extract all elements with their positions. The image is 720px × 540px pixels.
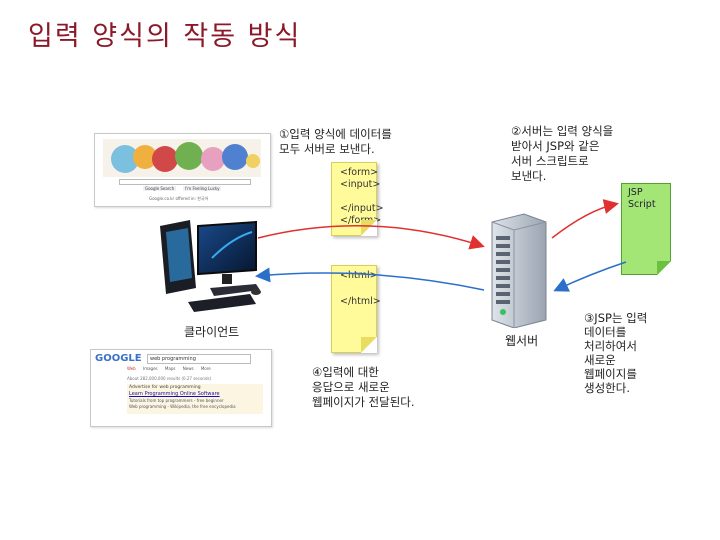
server-label: 웹서버: [505, 334, 539, 348]
tab-maps[interactable]: Maps: [164, 366, 176, 371]
step3-note: ③JSP는 입력 데이터를 처리하여서 새로운 웹페이지를 생성한다.: [584, 311, 648, 395]
tab-images[interactable]: Images: [143, 366, 158, 371]
search-box[interactable]: [119, 179, 251, 185]
search-query-field[interactable]: web programming: [147, 354, 251, 364]
form-open-tag: <form>: [340, 167, 379, 178]
result-ad-title: Advertise for web programming: [129, 385, 201, 390]
tab-news[interactable]: News: [182, 366, 194, 371]
step1-note: ①입력 양식에 데이터를 모두 서버로 보낸다.: [279, 127, 392, 156]
client-label: 클라이언트: [184, 325, 240, 339]
response-sticky-note: <html> </html>: [331, 265, 381, 353]
browser-screenshot-result: GOOGLE web programming Web Images Maps N…: [90, 349, 272, 427]
step4-note: ④입력에 대한 응답으로 새로운 웹페이지가 전달된다.: [312, 365, 415, 409]
tab-more[interactable]: More: [200, 366, 211, 371]
from-jsp-arrow: [553, 261, 627, 292]
jsp-label: JSP: [628, 187, 643, 198]
input-open-tag: <input>: [340, 179, 381, 190]
google-search-button[interactable]: Google Search: [143, 186, 177, 191]
request-arrow: [257, 225, 485, 250]
result-link[interactable]: Learn Programming Online Software: [129, 391, 220, 397]
page-title: 입력 양식의 작동 방식: [28, 21, 302, 52]
input-close-tag: </input>: [340, 203, 384, 214]
google-doodle-logo: [103, 139, 261, 177]
feeling-lucky-button[interactable]: I'm Feeling Lucky: [183, 186, 222, 191]
tab-web[interactable]: Web: [127, 366, 136, 371]
result-wiki: Web programming - Wikipedia, the free en…: [129, 404, 236, 409]
request-sticky-note: <form> <input> </input> </form>: [331, 162, 384, 236]
result-snippet: Tutorials from top programmers - free be…: [129, 398, 224, 403]
google-logo: GOOGLE: [95, 353, 142, 364]
script-label: Script: [628, 199, 656, 210]
html-close-tag: </html>: [340, 296, 381, 307]
to-jsp-arrow: [551, 199, 619, 239]
result-tabs: Web Images Maps News More: [127, 366, 211, 371]
results-count: About 282,000,000 results (0.27 seconds): [127, 376, 212, 381]
web-server-icon: [486, 212, 550, 329]
html-open-tag: <html>: [340, 270, 378, 281]
step2-note: ②서버는 입력 양식을 받아서 JSP와 같은 서버 스크립트로 보낸다.: [511, 124, 614, 183]
language-footer: Google.co.kr offered in: 한국어: [149, 196, 209, 201]
response-arrow: [255, 267, 485, 291]
form-close-tag: </form>: [340, 215, 381, 227]
client-computer-icon: [152, 218, 262, 314]
browser-screenshot-form: Google Search I'm Feeling Lucky Google.c…: [94, 133, 271, 207]
result-ad: Advertise for web programming Learn Prog…: [127, 384, 263, 414]
jsp-script-note: JSP Script: [621, 183, 671, 275]
